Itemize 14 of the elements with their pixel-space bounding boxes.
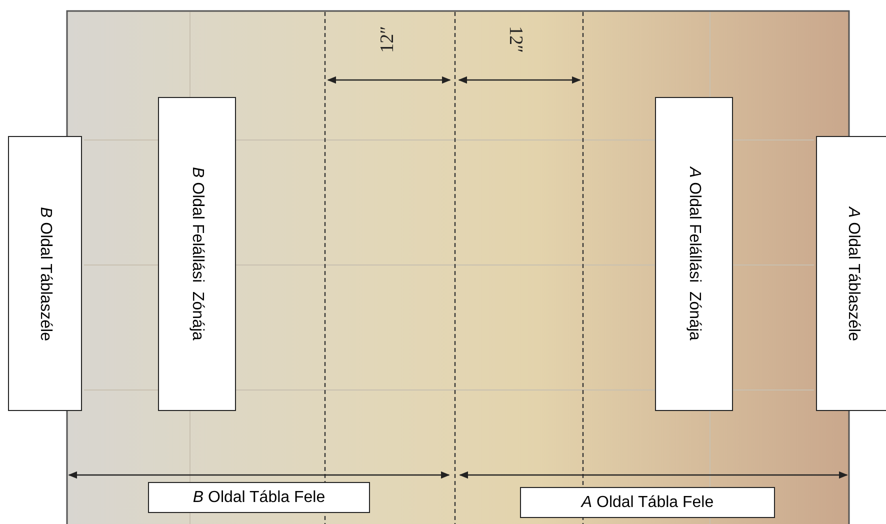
label-text: B Oldal Felállási Zónája bbox=[188, 167, 207, 341]
label-box bbox=[148, 482, 370, 513]
label-text: B Oldal Tábla Fele bbox=[192, 488, 326, 508]
label-box bbox=[655, 97, 733, 411]
label-text: B Oldal Táblaszéle bbox=[36, 206, 55, 340]
label-text: A Oldal Felállási Zónája bbox=[685, 167, 704, 341]
label-box bbox=[8, 136, 82, 411]
label-text: A Oldal Tábla Fele bbox=[581, 492, 714, 512]
dimension-label: 12″ bbox=[506, 26, 525, 53]
label-text: A Oldal Táblaszéle bbox=[844, 206, 863, 340]
label-box bbox=[816, 136, 886, 411]
dimension-label: 12″ bbox=[378, 26, 397, 53]
label-box bbox=[520, 487, 775, 518]
label-box bbox=[158, 97, 236, 411]
